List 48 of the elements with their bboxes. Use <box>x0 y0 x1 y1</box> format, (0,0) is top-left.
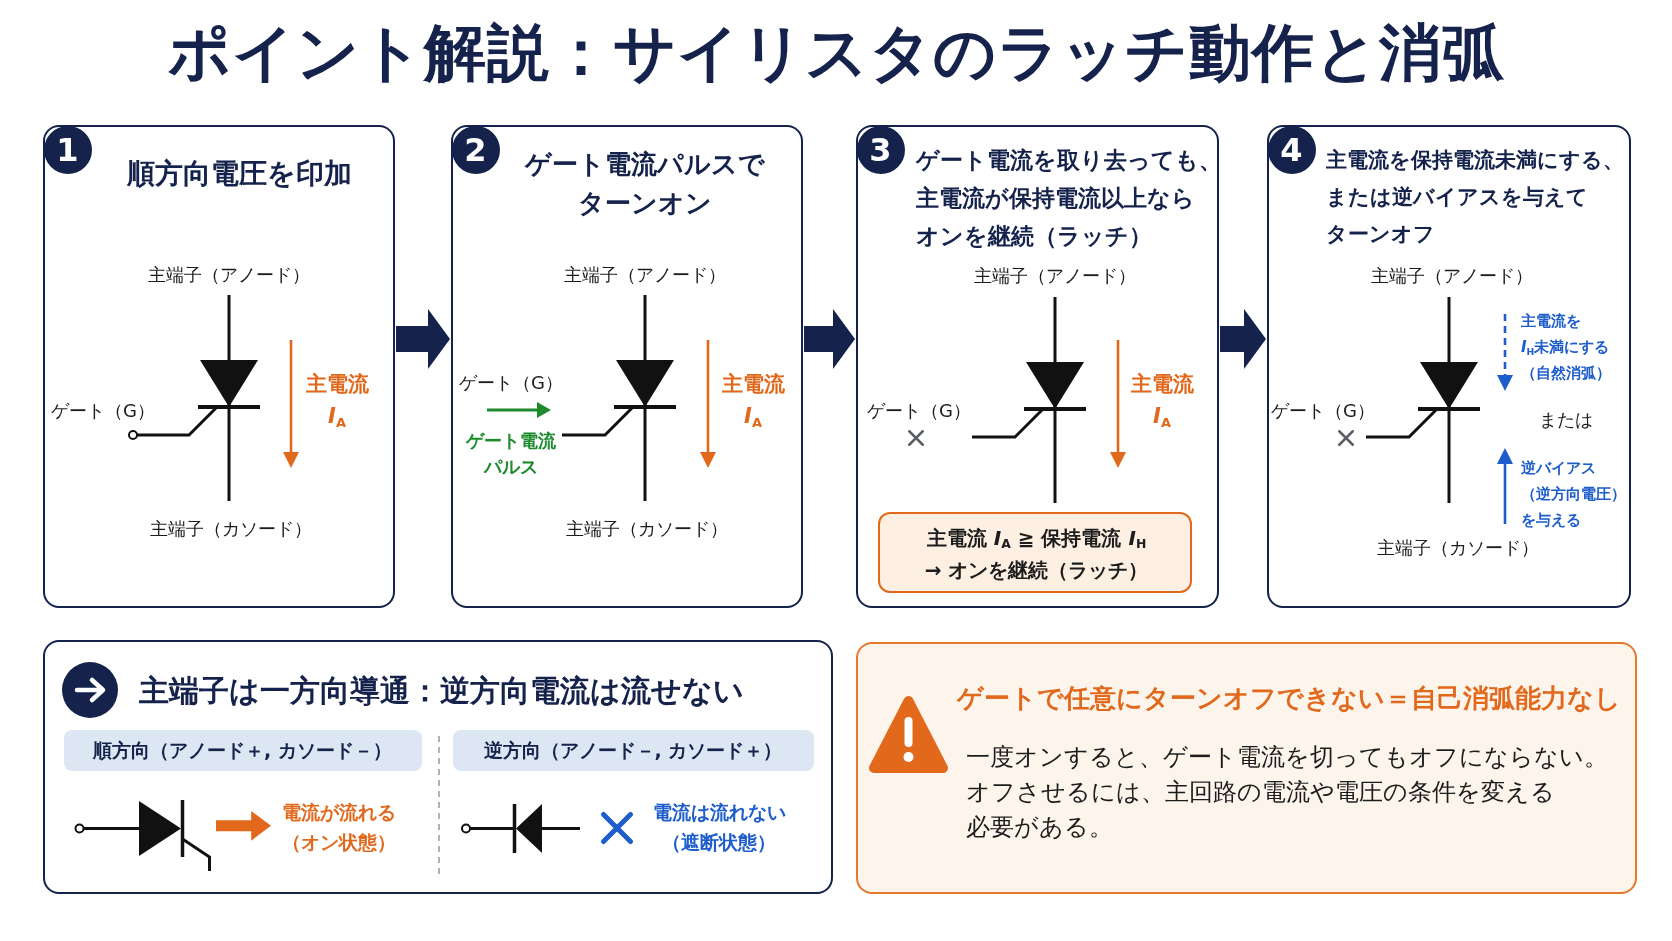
current-label: 主電流 I$_{A}$ <box>1130 371 1194 432</box>
terminal-label: 主端子（アノード） <box>148 262 310 286</box>
gate-label: ゲート（G） <box>867 398 971 422</box>
arrow <box>396 309 450 369</box>
panel-heading: ゲート電流パルスでターンオン <box>525 148 765 220</box>
condition-text: → オンを継続（ラッチ） <box>924 556 1149 583</box>
gate-label: ゲート（G） <box>51 398 155 422</box>
step-number: 2 <box>451 125 500 174</box>
step-number: 4 <box>1267 125 1316 174</box>
step-panel <box>856 125 1219 608</box>
current-label: 主電流 I$_{A}$ <box>721 371 785 432</box>
step-panel <box>43 125 395 608</box>
terminal-label: 主端子（アノード） <box>974 263 1136 287</box>
warning-panel <box>856 642 1637 894</box>
current-label: 主電流 I$_{A}$ <box>305 371 369 432</box>
condition-box <box>877 511 1192 593</box>
terminal-label: 主端子（アノード） <box>1371 263 1533 287</box>
state-label: 電流は流れない（遮断状態） <box>652 800 786 855</box>
terminal-label: 主端子（カソード） <box>150 516 312 540</box>
step-panel <box>1267 125 1631 608</box>
page-title: ポイント解説：サイリスタのラッチ動作と消弧 <box>167 16 1505 90</box>
turn-off-note: 主電流を I$_{H}$未満にする（自然消弧） <box>1521 311 1612 384</box>
terminal-label: 主端子（アノード） <box>564 262 726 286</box>
panel-heading: 主電流を保持電流未満にする、または逆バイアスを与えてターンオフ <box>1326 146 1624 248</box>
pulse-label: ゲート電流パルス <box>466 429 556 479</box>
turn-off-note: 逆バイアス（逆方向電圧）を与える <box>1521 458 1626 531</box>
terminal-label: 主端子（カソード） <box>1377 535 1539 559</box>
direction-band <box>452 729 814 771</box>
warning-text: 一度オンすると、ゲート電流を切ってもオフにならない。オフさせるには、主回路の電流や電圧の条件を変える必要がある。 <box>966 741 1608 843</box>
panel-heading: ゲート電流を取り去っても、主電流が保持電流以上ならオンを継続（ラッチ） <box>916 146 1222 251</box>
band-label: 逆方向（アノード－, カソード＋） <box>483 737 783 763</box>
info-panel <box>43 640 833 894</box>
gate-label: ゲート（G） <box>459 370 563 394</box>
panel-heading: 主端子は一方向導通：逆方向電流は流せない <box>139 671 744 710</box>
gate-label: ゲート（G） <box>1271 398 1375 422</box>
step-number: 3 <box>856 125 905 174</box>
state-label: 電流が流れる（オン状態） <box>282 800 396 855</box>
terminal-label: 主端子（カソード） <box>566 516 728 540</box>
step-number: 1 <box>43 125 92 174</box>
step-panel <box>451 125 803 608</box>
arrow <box>804 309 855 369</box>
direction-band <box>63 729 422 771</box>
band-label: 順方向（アノード＋, カソード－） <box>93 737 392 763</box>
or-text: または <box>1539 407 1593 431</box>
warning-heading: ゲートで任意にターンオフできない＝自己消弧能力なし <box>957 681 1621 715</box>
condition-text: 主電流 I$_{A}$ ≧ 保持電流 I$_{H}$ <box>926 524 1147 551</box>
arrow <box>1220 309 1266 369</box>
panel-heading: 順方向電圧を印加 <box>126 156 352 192</box>
